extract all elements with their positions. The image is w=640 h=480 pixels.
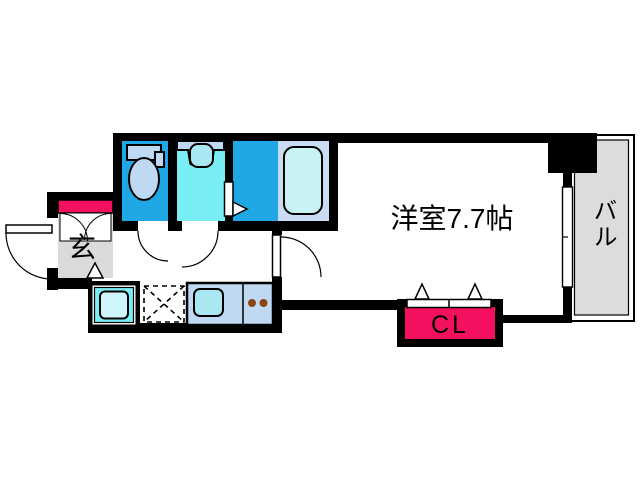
folding-door-icon xyxy=(406,282,492,309)
bath-door-icon xyxy=(223,181,249,218)
shoe-cabinet xyxy=(57,199,114,214)
entrance-label: 玄 xyxy=(67,232,96,263)
wall xyxy=(47,278,92,289)
wall xyxy=(88,323,282,333)
entrance-step-icon xyxy=(85,261,105,279)
balcony-label: バル xyxy=(589,198,616,250)
wall xyxy=(225,141,233,221)
wall xyxy=(498,315,572,323)
walls xyxy=(47,133,597,333)
wall xyxy=(563,287,572,323)
front-door-leaf xyxy=(5,224,53,234)
toilet-handle xyxy=(154,151,165,168)
wall xyxy=(113,133,122,231)
wall xyxy=(168,221,182,231)
front-door-arc xyxy=(5,232,53,280)
closet-fill xyxy=(405,307,495,339)
wall xyxy=(113,133,597,143)
closet-box xyxy=(397,282,503,347)
wall xyxy=(47,192,117,200)
washer-body xyxy=(99,290,129,320)
folding-door-mark xyxy=(466,282,484,300)
stove-burners-icon xyxy=(248,299,268,307)
bathtub-icon xyxy=(283,146,323,215)
washbasin-icon xyxy=(176,140,225,168)
washing-machine-icon xyxy=(88,281,140,329)
wall xyxy=(272,221,282,235)
fridge-box xyxy=(143,285,185,323)
door-arc xyxy=(84,213,112,241)
fridge-space-icon xyxy=(143,285,185,323)
bath-door-triangle xyxy=(232,200,249,218)
washbasin-bowl xyxy=(189,143,214,168)
door-swing-band xyxy=(59,212,112,242)
bath-door-panel xyxy=(223,181,234,217)
wall xyxy=(113,221,138,231)
main-room-door-icon xyxy=(271,234,322,278)
pillar xyxy=(548,133,597,173)
burner xyxy=(259,299,268,307)
toilet-door-arc xyxy=(137,230,169,262)
front-door-icon xyxy=(5,224,53,280)
wall xyxy=(272,300,406,310)
main-room-door-leaf xyxy=(271,234,282,278)
toilet-icon xyxy=(126,144,165,201)
sliding-window-icon xyxy=(561,186,574,288)
shoe-cabinet-doors-icon xyxy=(59,212,112,242)
closet-label: CL xyxy=(431,311,469,339)
wall xyxy=(329,133,338,231)
wall xyxy=(563,141,572,187)
kitchen-counter xyxy=(185,281,275,327)
wall xyxy=(47,192,58,218)
folding-door-mark xyxy=(413,282,431,300)
door-arc xyxy=(59,213,88,242)
main-room-door-arc xyxy=(280,236,322,278)
kitchen-sink-icon xyxy=(193,288,224,317)
toilet-bowl xyxy=(128,157,160,201)
wall xyxy=(168,141,177,221)
burner xyxy=(248,299,256,307)
washroom-door-arc xyxy=(181,230,219,268)
main-room-label: 洋室7.7帖 xyxy=(390,203,514,234)
